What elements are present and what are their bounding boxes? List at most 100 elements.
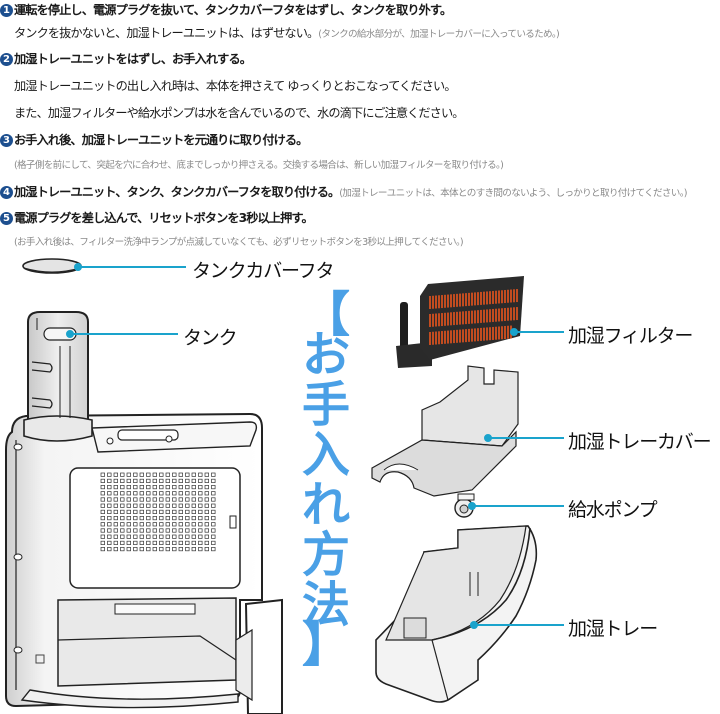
grille-hole <box>133 491 138 496</box>
grille-hole <box>100 547 105 552</box>
grille-hole <box>198 547 203 552</box>
grille-hole <box>107 528 112 533</box>
grille-hole <box>152 497 157 502</box>
step-2-detail-1: 加湿トレーユニットの出し入れ時は、本体を押さえて ゆっくりとおこなってください。 <box>14 76 457 96</box>
grille-hole <box>198 534 203 539</box>
grille-hole <box>185 534 190 539</box>
grille-hole <box>159 540 164 545</box>
step-2-detail-2: また、加湿フィルターや給水ポンプは水を含んでいるので、水の滴下にご注意ください。 <box>14 103 464 123</box>
heater-body-illustration <box>5 412 283 714</box>
grille-hole <box>159 503 164 508</box>
grille-hole <box>152 472 157 477</box>
grille-hole <box>191 472 196 477</box>
grille-hole <box>159 491 164 496</box>
grille-hole <box>159 547 164 552</box>
grille-hole <box>152 509 157 514</box>
grille-hole <box>100 485 105 490</box>
grille-hole <box>152 503 157 508</box>
grille-hole <box>139 547 144 552</box>
grille-hole <box>204 472 209 477</box>
leader-dot-icon <box>510 328 518 336</box>
grille-hole <box>133 478 138 483</box>
grille-hole <box>211 472 216 477</box>
step-text: 運転を停止し、電源プラグを抜いて、タンクカバーフタをはずし、タンクを取り外す。 <box>14 3 452 17</box>
grille-hole <box>185 491 190 496</box>
grille-hole <box>204 485 209 490</box>
grille-hole <box>198 491 203 496</box>
step-number-icon: 4 <box>0 186 13 199</box>
step-text: 電源プラグを差し込んで、リセットボタンを3秒以上押す。 <box>14 211 314 225</box>
grille-hole <box>211 497 216 502</box>
grille-hole <box>211 534 216 539</box>
grille-hole <box>120 509 125 514</box>
grille-hole <box>204 528 209 533</box>
title-char: 【 <box>301 287 350 343</box>
humidifier-filter-illustration <box>396 276 524 368</box>
grille-hole <box>165 497 170 502</box>
grille-hole <box>139 485 144 490</box>
grille-icon <box>100 472 216 552</box>
leader-dot-icon <box>468 502 476 510</box>
grille-hole <box>107 485 112 490</box>
grille-hole <box>146 540 151 545</box>
grille-hole <box>100 540 105 545</box>
grille-hole <box>126 516 131 521</box>
grille-hole <box>113 497 118 502</box>
grille-hole <box>204 478 209 483</box>
grille-hole <box>178 478 183 483</box>
grille-hole <box>107 503 112 508</box>
maintenance-method-title: 【 お 手 入 れ 方 法 】 <box>300 287 352 669</box>
grille-hole <box>178 534 183 539</box>
grille-hole <box>126 503 131 508</box>
grille-hole <box>165 528 170 533</box>
grille-hole <box>113 491 118 496</box>
grille-hole <box>165 534 170 539</box>
grille-hole <box>165 509 170 514</box>
title-char: 方 <box>301 527 350 583</box>
grille-hole <box>113 509 118 514</box>
grille-hole <box>204 509 209 514</box>
grille-hole <box>120 522 125 527</box>
grille-hole <box>126 478 131 483</box>
grille-hole <box>100 472 105 477</box>
grille-hole <box>113 516 118 521</box>
grille-hole <box>126 534 131 539</box>
grille-hole <box>159 516 164 521</box>
grille-hole <box>178 491 183 496</box>
grille-hole <box>204 534 209 539</box>
grille-hole <box>172 516 177 521</box>
grille-hole <box>126 491 131 496</box>
grille-hole <box>172 522 177 527</box>
grille-hole <box>178 522 183 527</box>
grille-hole <box>133 516 138 521</box>
grille-hole <box>120 478 125 483</box>
grille-hole <box>204 503 209 508</box>
grille-hole <box>198 540 203 545</box>
leader-dot-icon <box>66 330 74 338</box>
grille-hole <box>126 509 131 514</box>
grille-hole <box>152 478 157 483</box>
grille-hole <box>204 547 209 552</box>
grille-hole <box>139 528 144 533</box>
grille-hole <box>139 497 144 502</box>
grille-hole <box>120 534 125 539</box>
grille-hole <box>191 534 196 539</box>
grille-hole <box>211 547 216 552</box>
grille-hole <box>120 485 125 490</box>
grille-hole <box>191 503 196 508</box>
step-1-detail: タンクを抜かないと、加湿トレーユニットは、はずせない。(タンクの給水部分が、加湿… <box>14 23 560 45</box>
grille-hole <box>178 528 183 533</box>
step-text: 加湿トレーユニットの出し入れ時は、本体を押さえて ゆっくりとおこなってください。 <box>14 79 457 93</box>
grille-hole <box>120 503 125 508</box>
grille-hole <box>191 491 196 496</box>
grille-hole <box>100 522 105 527</box>
grille-hole <box>191 509 196 514</box>
grille-hole <box>165 472 170 477</box>
grille-hole <box>133 485 138 490</box>
leader-dot-icon <box>74 263 82 271</box>
grille-hole <box>152 491 157 496</box>
grille-hole <box>191 485 196 490</box>
grille-hole <box>198 528 203 533</box>
grille-hole <box>133 534 138 539</box>
